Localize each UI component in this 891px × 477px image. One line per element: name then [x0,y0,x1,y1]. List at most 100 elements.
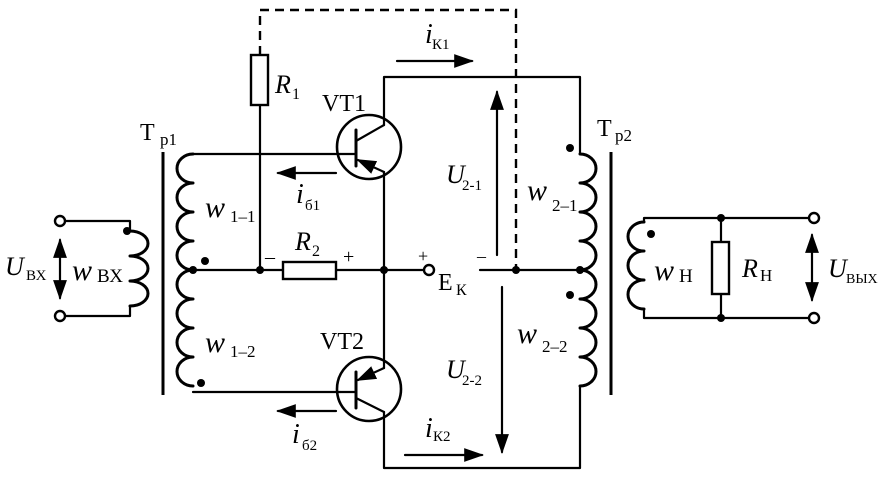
svg-text:Н: Н [760,266,772,285]
svg-text:i: i [425,413,433,444]
input-winding-coil [128,229,150,308]
svg-text:R: R [274,70,291,99]
svg-text:U: U [828,254,849,283]
svg-text:1–2: 1–2 [230,342,256,361]
node-tap-1 [189,266,197,274]
svg-text:R: R [741,254,758,283]
svg-text:Е: Е [438,270,453,296]
svg-text:VT2: VT2 [320,329,364,355]
ik2-indicator: i К2 [403,413,484,462]
svg-text:2: 2 [312,243,320,260]
vt2-emitter [356,366,386,382]
u-in-label: U ВХ [5,252,47,284]
w2-2-dot [566,291,574,299]
svg-text:w: w [205,326,225,359]
svg-text:U: U [446,160,467,189]
w1-1-label: w 1–1 [205,191,256,226]
w1-2-coil [175,268,195,388]
svg-text:ВХ: ВХ [26,268,47,284]
load-winding-dot [647,230,655,238]
ib1-indicator: i б1 [276,166,338,214]
svg-text:Н: Н [679,266,693,287]
svg-text:w: w [654,254,674,287]
transformer-tr1: Т р1 w 1–1 w 1–2 [140,120,256,395]
vt2-collector [354,396,386,414]
tr2-label: Т р2 [597,116,632,145]
w1-2-label: w 1–2 [205,326,256,361]
rn-label: R Н [741,254,772,285]
svg-text:р2: р2 [615,126,632,145]
ik1-indicator: i К1 [395,19,474,68]
transistor-vt2: VT2 [320,329,582,470]
vt1-body [335,113,403,181]
svg-text:2-2: 2-2 [462,373,482,389]
w2-1-label: w 2–1 [527,174,578,215]
ek-plus-sign: + [418,246,428,266]
svg-text:1–1: 1–1 [230,207,256,226]
w1-2-dot [197,379,205,387]
node-rn-bottom [717,314,725,322]
svg-text:U: U [5,252,26,281]
svg-text:2–2: 2–2 [542,337,568,356]
ek-terminal [422,263,436,277]
output-circuit: w Н R Н U ВЫХ [626,211,878,325]
rn-resistor [710,240,731,296]
svg-text:w: w [205,191,225,224]
ek-minus-sign: – [476,246,487,266]
svg-text:ВХ: ВХ [97,266,123,287]
tr1-label: Т р1 [140,120,177,149]
wn-label: w Н [654,254,693,287]
input-winding-dot [123,227,131,235]
w2-1-coil [578,152,598,272]
node-rn-top [717,214,725,222]
supply-ek: + – Е К [418,246,582,299]
vt1-collector [354,123,386,143]
svg-text:2-1: 2-1 [462,178,482,194]
svg-text:VT1: VT1 [322,91,366,117]
r1-dashed-line [258,8,518,270]
svg-text:w: w [517,317,537,350]
r2-minus-sign: – [264,246,276,268]
vt2-label: VT2 [320,329,364,355]
svg-text:i: i [292,419,300,450]
svg-text:Т: Т [140,120,155,146]
svg-text:i: i [296,179,304,210]
r1-label: R 1 [274,70,300,103]
vt2-body [335,355,403,423]
svg-text:р1: р1 [160,130,177,149]
w2-2-coil [578,268,598,388]
r2-resistor [281,260,338,281]
vt1-label: VT1 [322,91,366,117]
input-circuit: U ВХ w ВХ [5,214,150,323]
input-terminal-top [53,214,67,228]
r1-resistor [249,53,270,107]
svg-text:R: R [294,227,311,256]
ek-label: Е К [438,270,467,299]
u2-2-indicator: U 2-2 [446,285,509,454]
u-out-label: U ВЫХ [828,254,878,287]
svg-text:1: 1 [292,86,300,103]
svg-text:i: i [425,19,433,50]
w1-1-dot [201,257,209,265]
load-winding-coil [626,220,646,311]
transformer-tr2: Т р2 w 2–1 w 2–2 [517,116,632,395]
w2-1-dot [566,144,574,152]
output-terminal-bottom [807,311,821,325]
svg-text:б2: б2 [302,438,317,454]
svg-text:w: w [527,174,547,207]
svg-text:б1: б1 [305,198,320,214]
svg-text:2–1: 2–1 [552,196,578,215]
svg-text:К1: К1 [432,37,450,53]
w1-1-coil [175,152,195,272]
svg-text:Т: Т [597,116,612,142]
input-terminal-bottom [53,309,67,323]
r2-plus-sign: + [343,246,354,268]
vt1-emitter [356,158,386,174]
svg-text:К: К [456,282,467,299]
ib2-indicator: i б2 [276,404,338,454]
svg-text:ВЫХ: ВЫХ [846,272,878,287]
r2-label: R 2 [294,227,320,260]
w2-2-label: w 2–2 [517,317,568,356]
u2-1-indicator: U 2-1 [446,90,504,257]
